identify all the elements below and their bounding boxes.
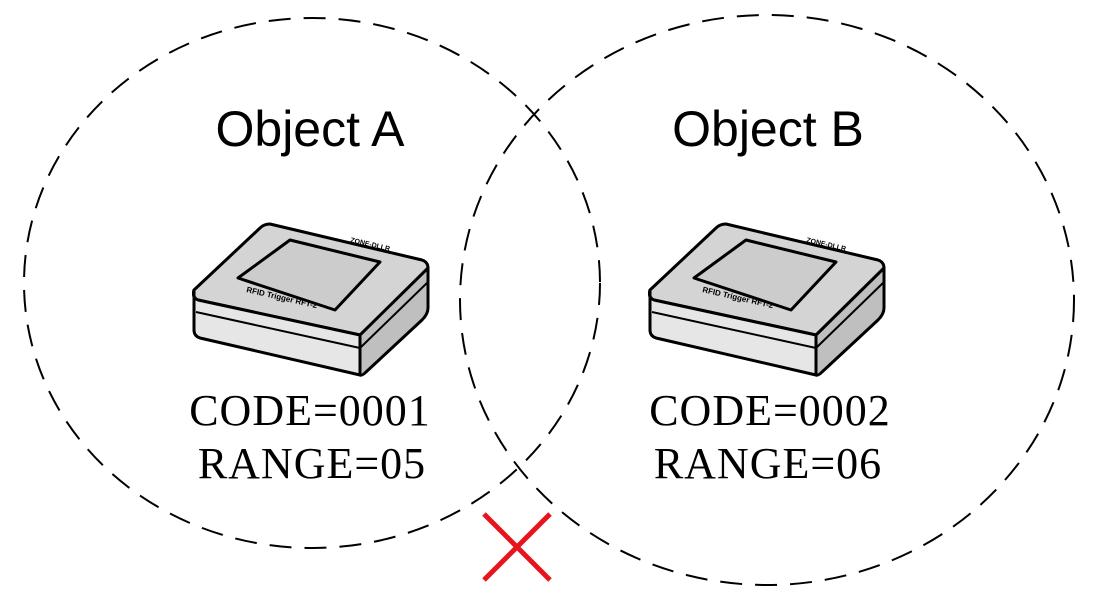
cross-icon xyxy=(482,512,552,582)
rfid-device-icon: ZONE-DLLR RFID Trigger RFT-2 xyxy=(648,222,886,377)
rfid-device-icon: ZONE-DLLR RFID Trigger RFT-2 xyxy=(192,222,430,377)
object-a-code: CODE=0001 xyxy=(189,386,431,435)
range-circle-a xyxy=(23,17,601,549)
object-a-title: Object A xyxy=(216,101,406,157)
range-circle-b xyxy=(459,14,1075,586)
object-b-code: CODE=0002 xyxy=(649,386,891,435)
object-a-range: RANGE=05 xyxy=(198,439,426,488)
object-b-title: Object B xyxy=(672,101,864,157)
object-b-range: RANGE=06 xyxy=(654,439,882,488)
